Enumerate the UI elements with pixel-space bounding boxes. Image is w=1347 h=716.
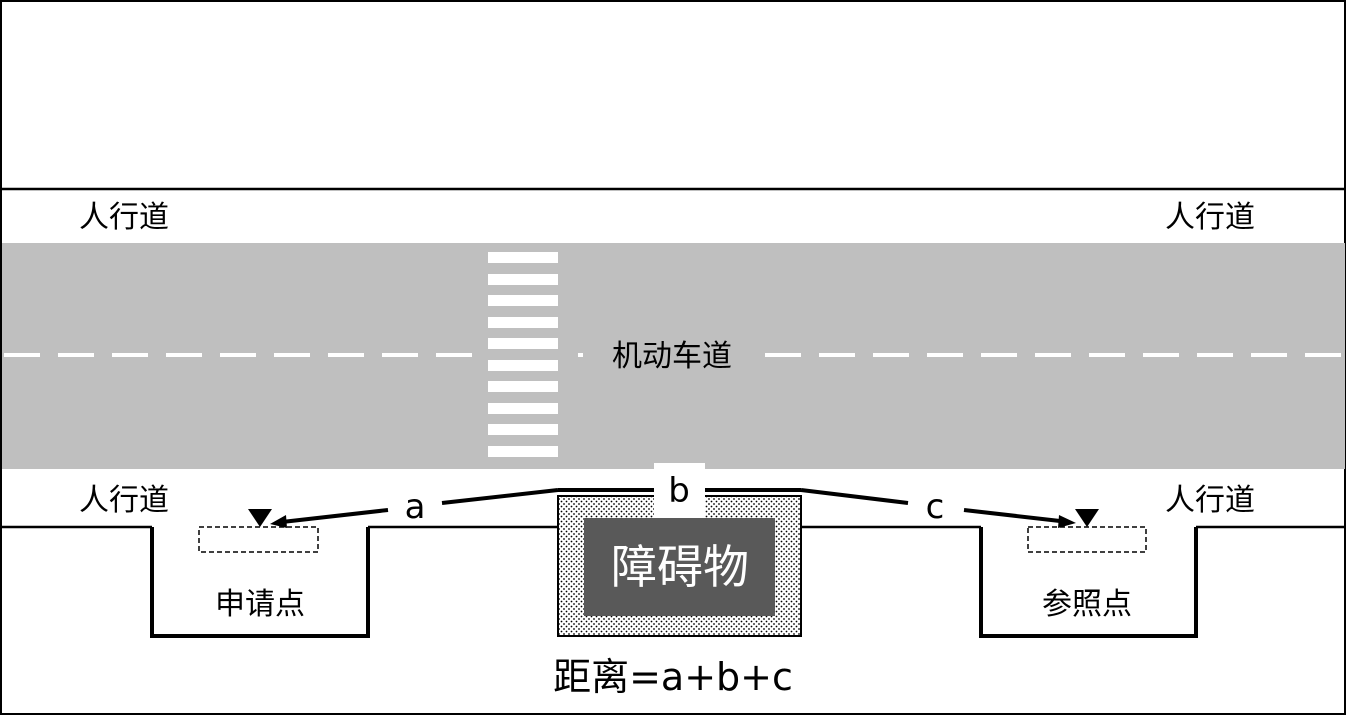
apply-point-marker-box (198, 526, 319, 553)
roadway-label: 机动车道 (612, 339, 732, 374)
arrowhead-right-icon (1058, 515, 1076, 528)
reference-point-marker-box (1027, 526, 1147, 553)
apply-point-triangle-icon (248, 509, 272, 527)
apply-point-niche (150, 527, 370, 638)
sidewalk-label-bottom-right: 人行道 (1165, 483, 1255, 518)
segment-c-label: c (926, 487, 945, 527)
sidewalk-label-bottom-left: 人行道 (79, 483, 169, 518)
reference-point-label: 参照点 (1042, 587, 1132, 622)
sidewalk-label-top-right: 人行道 (1165, 200, 1255, 235)
arrowhead-left-icon (270, 515, 287, 528)
reference-point-triangle-icon (1075, 509, 1099, 527)
reference-point-niche (979, 527, 1198, 638)
segment-a-label: a (405, 487, 426, 527)
crosswalk (488, 252, 558, 457)
sidewalk-label-top-left: 人行道 (79, 200, 169, 235)
segment-b-box (654, 463, 705, 518)
apply-point-label: 申请点 (215, 587, 305, 622)
segment-b-label: b (668, 471, 690, 511)
obstacle-label: 障碍物 (611, 540, 749, 594)
distance-formula: 距离=a+b+c (553, 655, 793, 699)
obstacle-body (584, 518, 775, 616)
